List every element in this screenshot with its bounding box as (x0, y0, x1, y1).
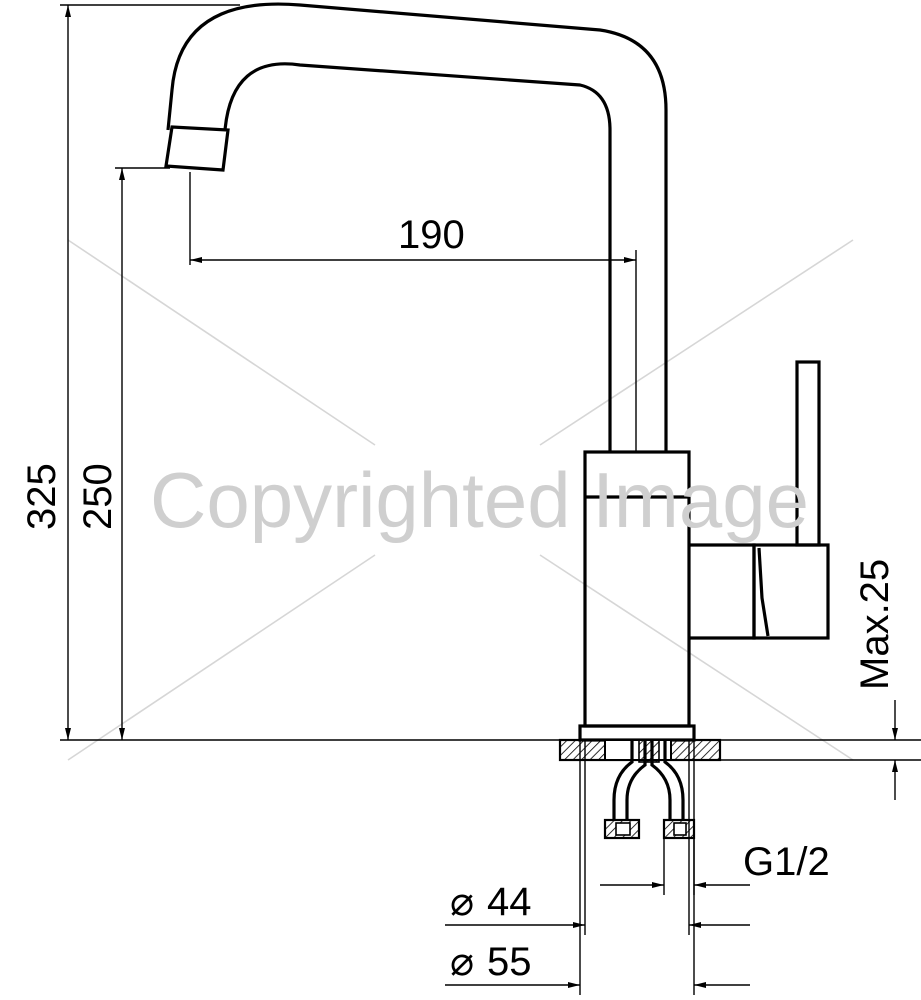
faucet-outline (164, 2, 830, 742)
diameter-outer-symbol: ⌀ (450, 940, 474, 984)
lever-base (752, 543, 830, 640)
spout-outer (166, 2, 668, 452)
dim-thread: G1/2 (743, 840, 830, 884)
spout-inner (223, 62, 612, 452)
countertop-section (60, 738, 921, 762)
handle-neck (689, 543, 756, 640)
dim-spout-height: 250 (76, 463, 120, 530)
dimension-lines (60, 4, 898, 995)
dim-diameter-inner: 44 (487, 880, 532, 924)
dim-total-height: 325 (20, 463, 64, 530)
dim-max-counter: Max.25 (853, 559, 897, 690)
aerator (164, 125, 230, 172)
dim-spout-reach: 190 (398, 213, 465, 257)
supply-hoses (603, 739, 696, 840)
dim-diameter-outer: 55 (487, 940, 532, 984)
lever-handle (795, 360, 821, 547)
diameter-inner-symbol: ⌀ (450, 880, 474, 924)
watermark-text: Copyrighted Image (150, 456, 809, 544)
